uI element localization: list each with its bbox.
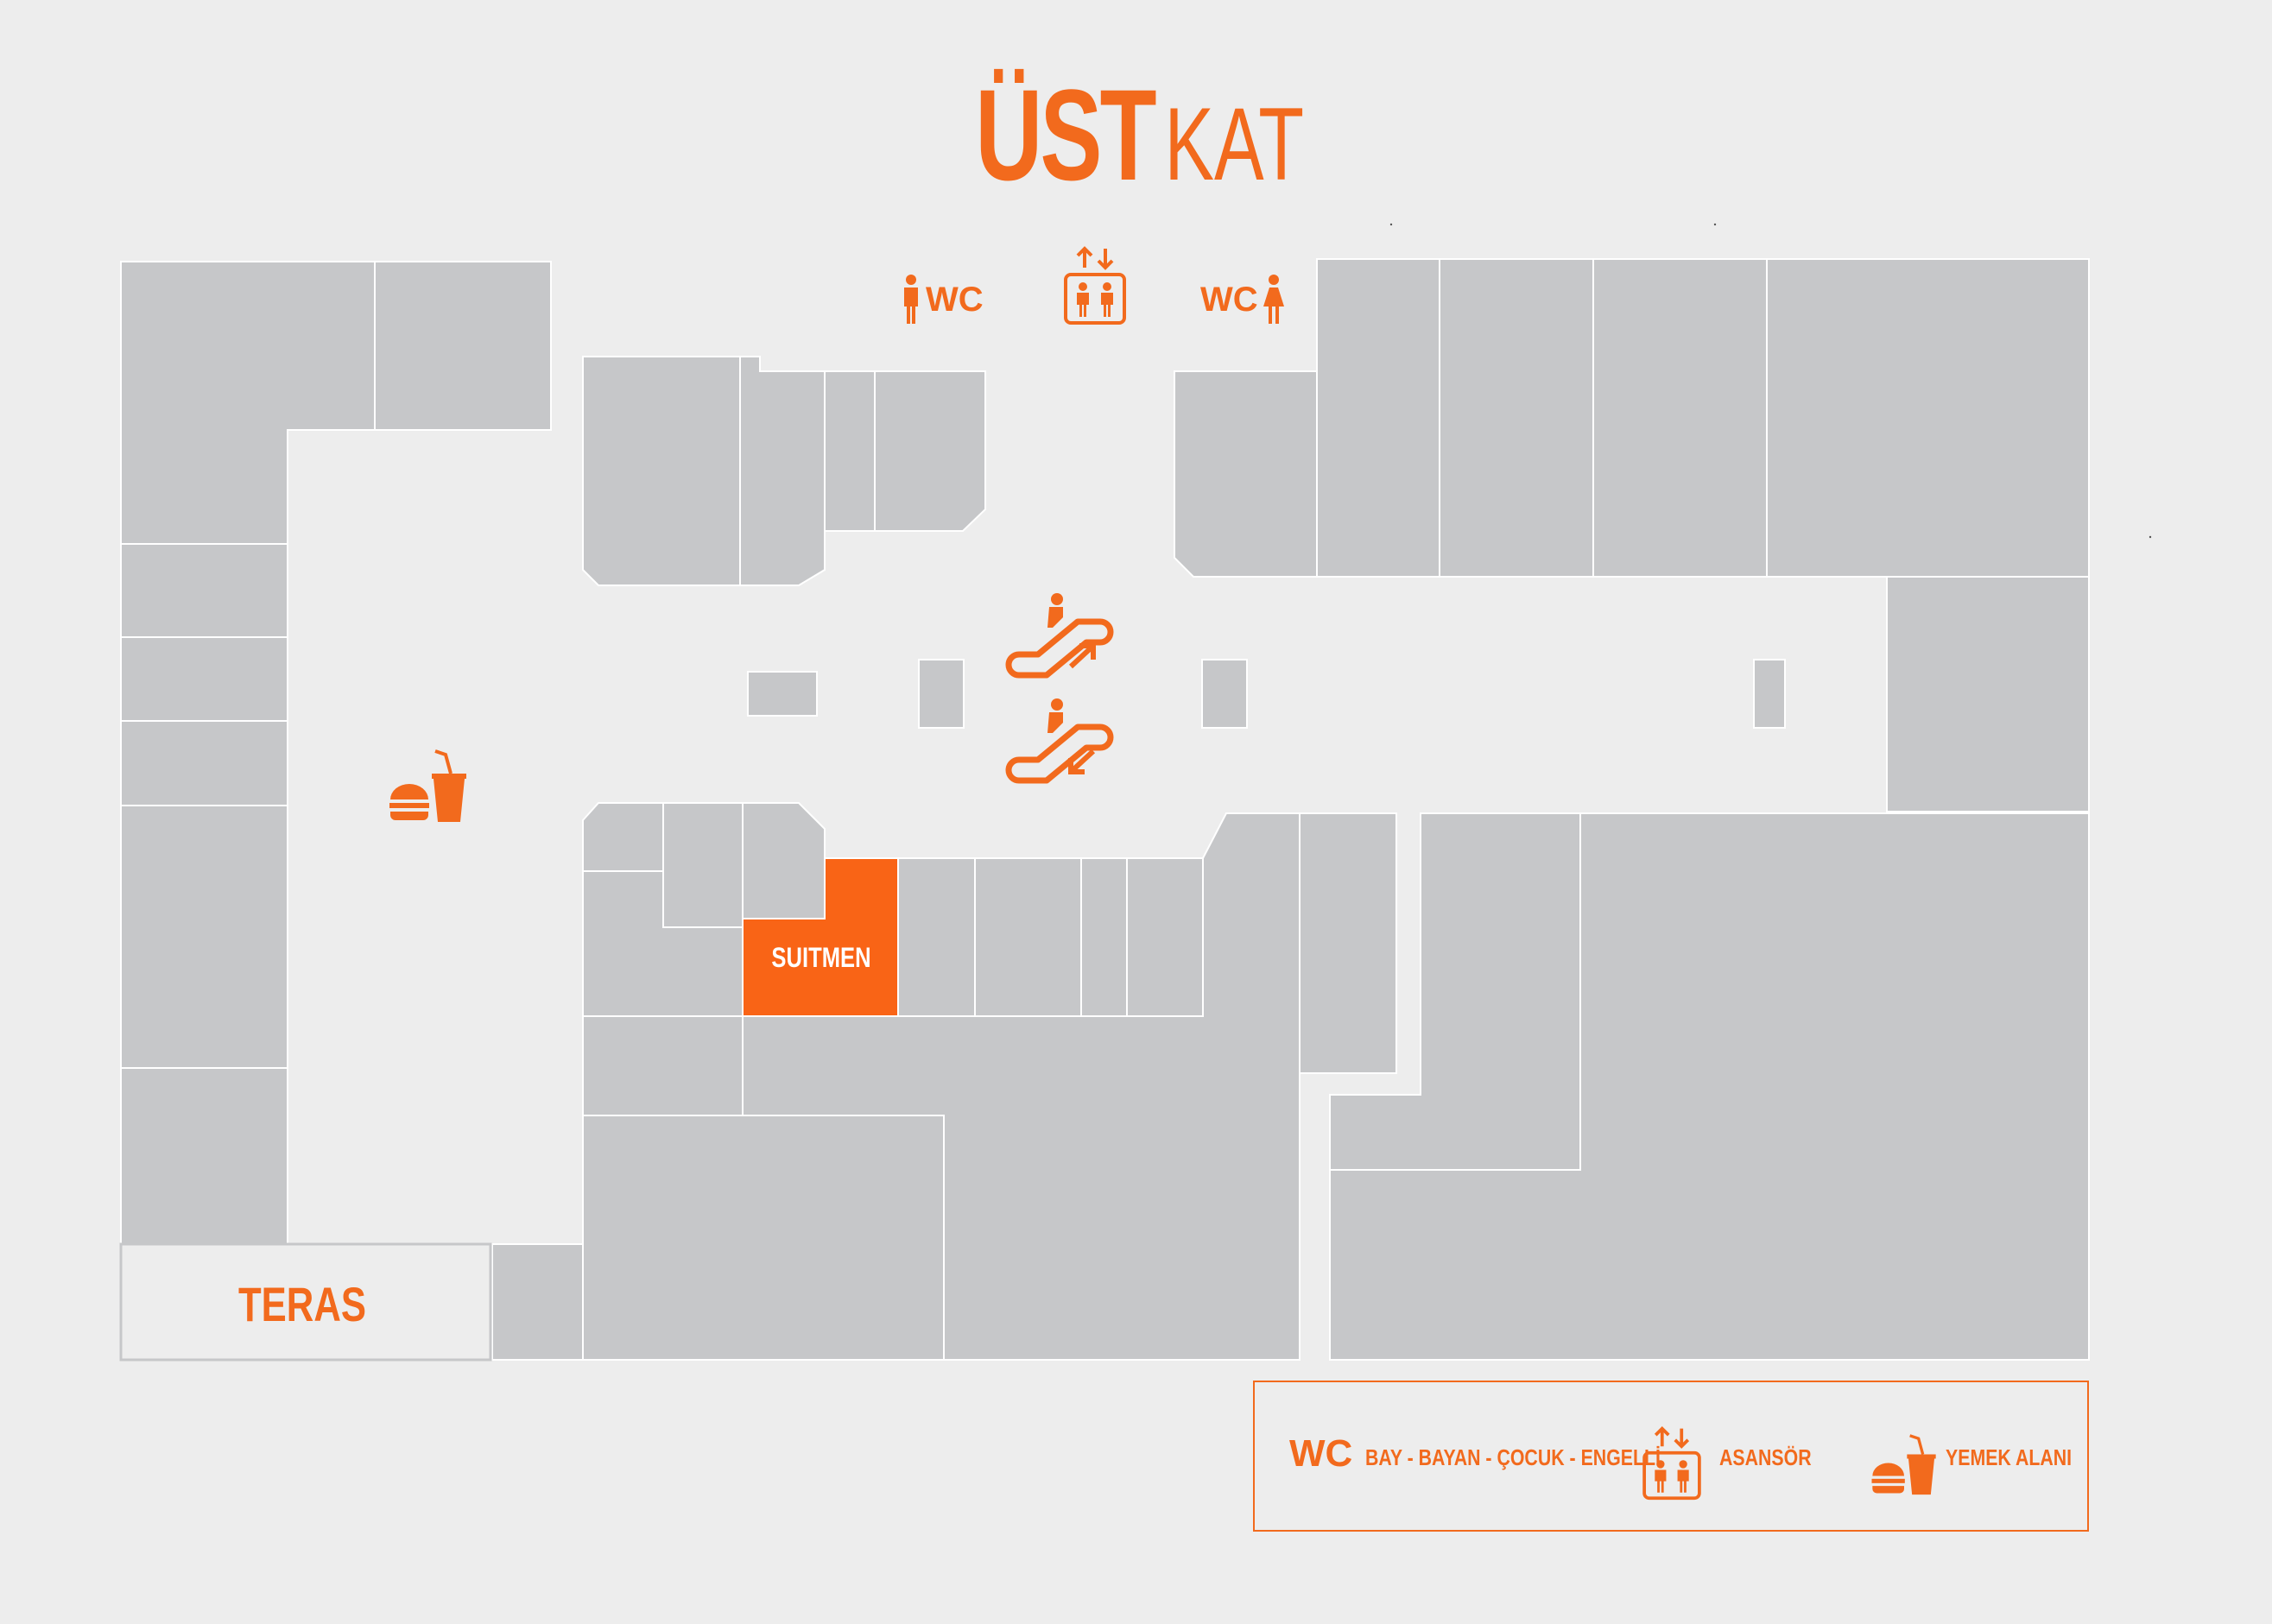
store-unit[interactable] [582,1115,945,1361]
store-unit[interactable] [1592,258,1768,578]
store-unit[interactable] [874,370,986,532]
store-unit[interactable] [1886,576,2090,812]
store-unit[interactable] [1329,812,2090,1361]
wc-women-label: WC [1200,281,1258,319]
store-unit[interactable] [491,1243,584,1361]
store-unit[interactable] [739,356,826,586]
legend-elevator-text: ASANSÖR [1719,1444,1812,1470]
floor-title-light: KAT [1164,86,1305,202]
store-unit[interactable] [120,261,376,545]
food-court-icon[interactable] [388,749,468,824]
terrace-area[interactable] [119,1242,492,1362]
store-unit[interactable] [582,356,741,586]
store-unit[interactable] [1753,659,1786,729]
store-unit[interactable] [120,720,288,806]
store-unit[interactable] [120,543,288,638]
store-unit[interactable] [120,636,288,722]
wc-men-label: WC [926,281,984,319]
store-unit[interactable] [1080,857,1128,1017]
store-unit[interactable] [1316,258,1440,578]
store-unit[interactable] [582,802,664,872]
store-unit[interactable] [374,261,552,431]
store-unit[interactable] [918,659,965,729]
store-unit[interactable] [747,671,818,717]
store-unit[interactable] [897,857,976,1017]
legend: WC BAY - BAYAN - ÇOCUK - ENGELLİ ASANSÖR… [1253,1381,2089,1532]
terrace-label: TERAS [238,1278,366,1331]
floor-title-bold: ÜST [975,62,1157,207]
male-person-icon [904,275,918,324]
legend-food-icon [1870,1434,1938,1496]
store-unit[interactable] [1299,812,1397,1074]
store-unit[interactable] [974,857,1082,1017]
wc-men[interactable] [904,275,918,324]
store-suitmen-label: SUITMEN [771,943,870,973]
legend-food-text: YEMEK ALANI [1946,1444,2073,1470]
female-person-icon [1263,275,1284,324]
store-unit[interactable] [1766,258,2090,578]
store-unit[interactable] [662,802,744,928]
legend-wc-text: BAY - BAYAN - ÇOCUK - ENGELLİ [1365,1444,1661,1470]
store-units [120,258,2090,1361]
legend-wc-symbol: WC [1289,1432,1353,1475]
floor-title: ÜSTKAT [0,60,2272,210]
store-unit[interactable] [1201,659,1248,729]
store-unit[interactable] [1174,370,1318,578]
store-unit[interactable] [1439,258,1594,578]
escalator-up-icon[interactable] [1009,593,1111,675]
store-unit[interactable] [742,802,826,919]
store-unit[interactable] [120,805,288,1069]
store-unit[interactable] [582,1015,744,1116]
legend-elevator-icon [1642,1426,1701,1501]
store-unit[interactable] [1126,857,1204,1017]
store-suitmen[interactable] [742,857,899,1017]
store-unit[interactable] [824,370,876,532]
wc-women[interactable] [1263,275,1284,324]
store-unit[interactable] [120,1067,288,1245]
escalator-down-icon[interactable] [1009,698,1111,780]
elevator-icon[interactable] [1064,247,1126,325]
